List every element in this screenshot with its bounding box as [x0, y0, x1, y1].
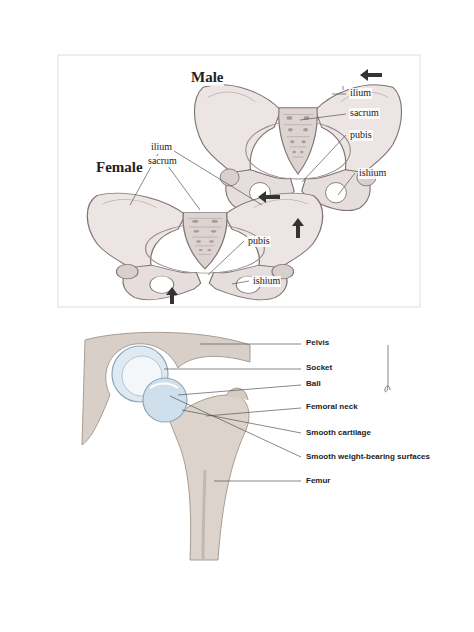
part-label: sacrum [349, 108, 380, 119]
part-label: ilium [150, 142, 173, 153]
hip-joint [82, 332, 250, 560]
part-label: Smooth cartilage [305, 429, 372, 437]
part-label: Pelvis [305, 339, 330, 347]
part-label: sacrum [147, 156, 178, 167]
pointer-arrow [166, 69, 382, 304]
panel [58, 55, 420, 307]
figure-title: Male [190, 70, 224, 86]
part-label: pubis [349, 130, 373, 141]
leader-line [130, 86, 355, 284]
part-label: Femoral neck [305, 403, 359, 411]
female-pelvis [87, 193, 322, 300]
part-label: pubis [247, 236, 271, 247]
part-label: Smooth weight-bearing surfaces [305, 453, 431, 461]
part-label: Socket [305, 364, 333, 372]
part-label: Femur [305, 477, 331, 485]
figure-title: Female [95, 160, 144, 176]
part-label: ishium [252, 276, 281, 287]
part-label: ilium [349, 88, 372, 99]
part-label: Ball [305, 380, 322, 388]
part-label: ishium [358, 168, 387, 179]
male-pelvis [194, 85, 401, 211]
